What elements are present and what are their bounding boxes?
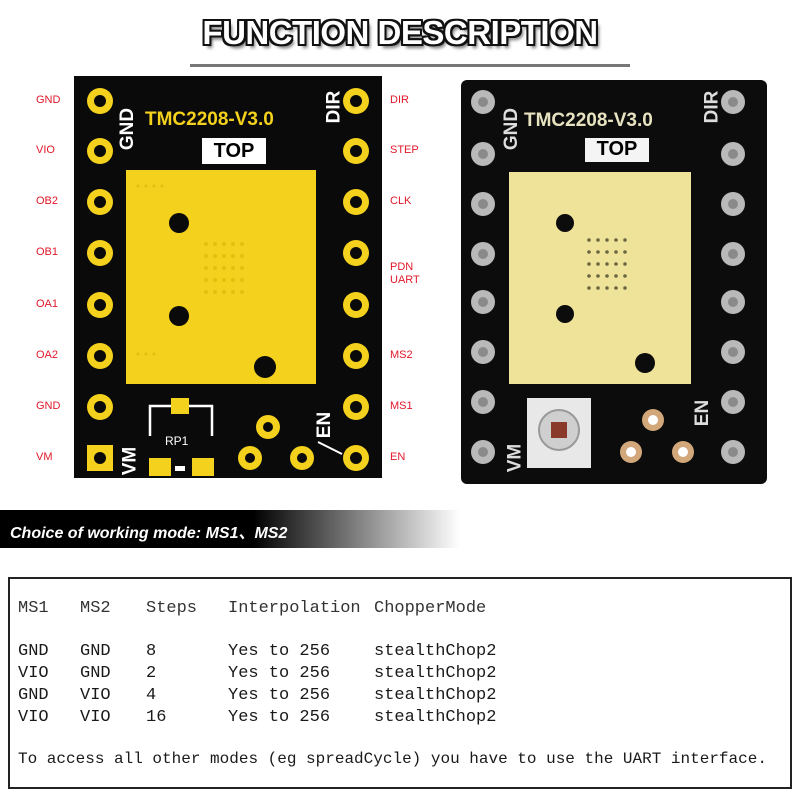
photo-silk-dir: DIR	[701, 90, 723, 124]
pin-label-left-8: VM	[36, 451, 53, 463]
table-cell: GND	[18, 642, 49, 661]
pin-label-left-1: GND	[36, 94, 61, 106]
photo-silk-en: EN	[692, 399, 714, 427]
table-header-choppermode: ChopperMode	[374, 599, 487, 618]
pin-label-right-5: MS2	[390, 349, 413, 361]
pin-label-right-1: DIR	[390, 94, 409, 106]
silk-dir: DIR	[323, 90, 345, 124]
table-header-ms2: MS2	[80, 599, 111, 618]
pin-label-right-4: PDN UART	[390, 261, 420, 286]
pin-label-left-7: GND	[36, 400, 61, 412]
pin-label-left-6: OA2	[36, 349, 59, 361]
pin-label-right-3: CLK	[390, 195, 412, 207]
silk-gnd: GND	[117, 107, 139, 151]
photo-silk-vm: VM	[504, 443, 526, 473]
table-cell: VIO	[18, 708, 49, 727]
table-cell: GND	[80, 664, 111, 683]
table-cell: stealthChop2	[374, 642, 497, 661]
mode-table: MS1 MS2 Steps Interpolation ChopperMode …	[8, 577, 792, 789]
silk-en: EN	[314, 411, 336, 439]
page-title: FUNCTION DESCRIPTION	[202, 14, 598, 51]
table-cell: VIO	[80, 686, 111, 705]
board-side-text: TOP	[213, 140, 255, 162]
silk-rp1: RP1	[165, 434, 189, 448]
pin-label-right-7: EN	[390, 451, 406, 463]
mode-banner-text: Choice of working mode: MS1、MS2	[10, 525, 288, 542]
silk-vm: VM	[119, 446, 141, 476]
pin-label-right-6: MS1	[390, 400, 413, 412]
table-header-ms1: MS1	[18, 599, 49, 618]
table-cell: VIO	[18, 664, 49, 683]
pin-label-right-2: STEP	[390, 144, 419, 156]
table-cell: Yes to 256	[228, 686, 331, 705]
table-cell: stealthChop2	[374, 708, 497, 727]
table-cell: 2	[146, 664, 157, 683]
table-cell: VIO	[80, 708, 111, 727]
pin-label-left-2: VIO	[36, 144, 55, 156]
table-cell: GND	[18, 686, 49, 705]
table-header-interpolation: Interpolation	[228, 599, 361, 618]
photo-model-text: TMC2208-V3.0	[524, 110, 653, 131]
table-note: To access all other modes (eg spreadCycl…	[18, 750, 767, 768]
table-cell: 8	[146, 642, 157, 661]
table-cell: stealthChop2	[374, 664, 497, 683]
table-cell: Yes to 256	[228, 642, 331, 661]
title-underline	[190, 64, 630, 67]
pin-label-left-4: OB1	[36, 246, 59, 258]
table-cell: 16	[146, 708, 167, 727]
mode-banner: Choice of working mode: MS1、MS2	[0, 510, 460, 548]
photo-side-text: TOP	[596, 138, 638, 160]
photo-silk-gnd: GND	[501, 107, 523, 151]
table-cell: Yes to 256	[228, 664, 331, 683]
board-photo	[461, 80, 767, 484]
table-cell: Yes to 256	[228, 708, 331, 727]
table-cell: stealthChop2	[374, 686, 497, 705]
table-header-steps: Steps	[146, 599, 198, 618]
pin-label-left-3: OB2	[36, 195, 59, 207]
pin-label-left-5: OA1	[36, 298, 59, 310]
board-model-text: TMC2208-V3.0	[145, 109, 274, 130]
table-cell: 4	[146, 686, 157, 705]
table-cell: GND	[80, 642, 111, 661]
board-diagram	[74, 76, 382, 478]
